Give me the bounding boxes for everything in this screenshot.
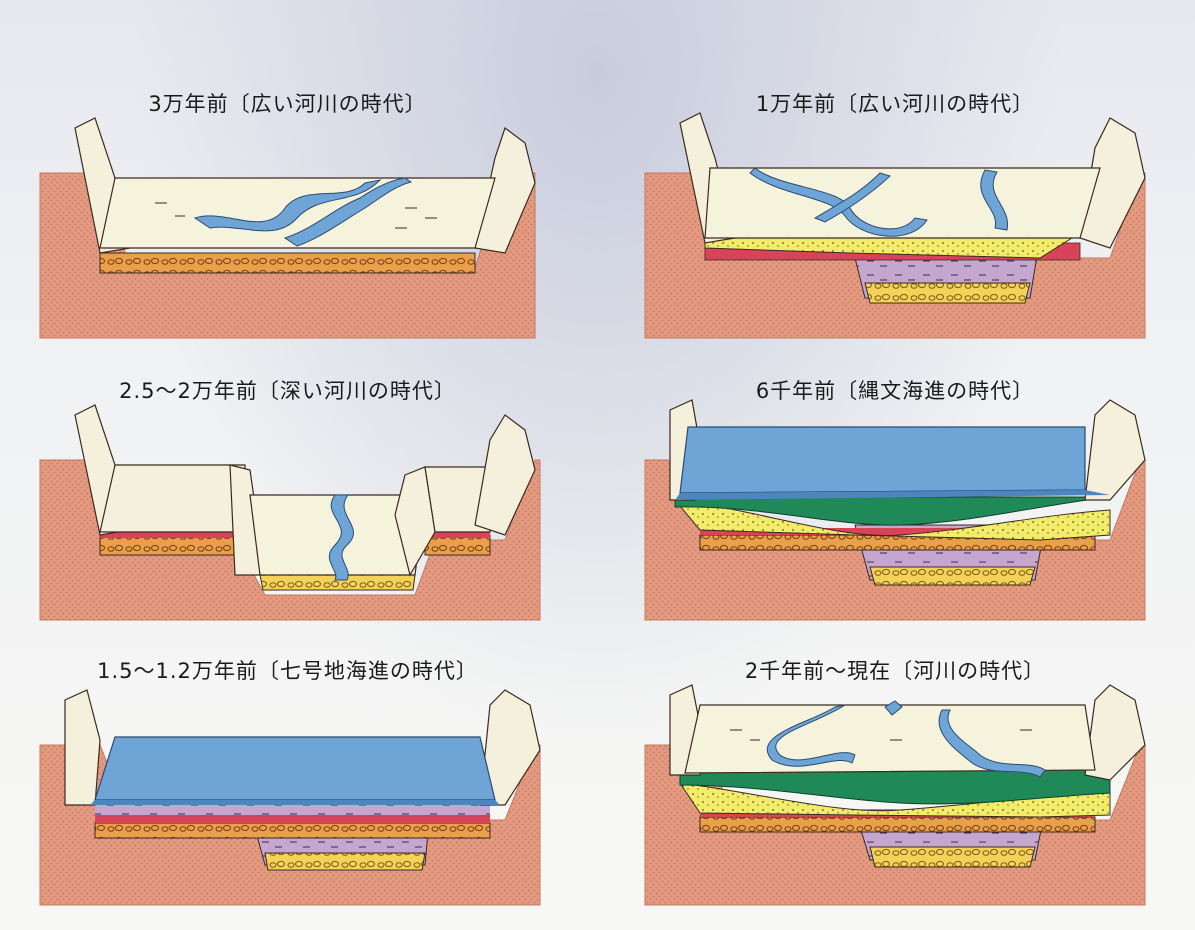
panel-25000-20000-years-ago: 2.5〜2万年前〔深い河川の時代〕 (35, 375, 541, 630)
cross-section-illustration (39, 689, 541, 906)
cross-section-illustration (644, 684, 1146, 906)
panel-6000-years-ago: 6千年前〔縄文海進の時代〕 (640, 375, 1150, 630)
panel-title: 1.5〜1.2万年前〔七号地海進の時代〕 (97, 659, 478, 683)
cross-section-illustration (644, 399, 1146, 621)
panel-title: 3万年前〔広い河川の時代〕 (148, 92, 427, 116)
panel-15000-12000-years-ago: 1.5〜1.2万年前〔七号地海進の時代〕 (35, 655, 541, 910)
cross-section-illustration (39, 117, 536, 339)
panel-10000-years-ago: 1万年前〔広い河川の時代〕 (640, 88, 1150, 343)
panel-2000-years-ago-to-present: 2千年前〜現在〔河川の時代〕 (640, 655, 1150, 910)
cross-section-illustration (644, 112, 1146, 339)
panel-30000-years-ago: 3万年前〔広い河川の時代〕 (35, 88, 540, 343)
cross-section-illustration (39, 404, 541, 621)
panel-title: 2千年前〜現在〔河川の時代〕 (744, 659, 1046, 683)
panel-title: 2.5〜2万年前〔深い河川の時代〕 (119, 379, 456, 403)
panel-title: 6千年前〔縄文海進の時代〕 (755, 379, 1035, 403)
panel-title: 1万年前〔広い河川の時代〕 (755, 92, 1035, 116)
